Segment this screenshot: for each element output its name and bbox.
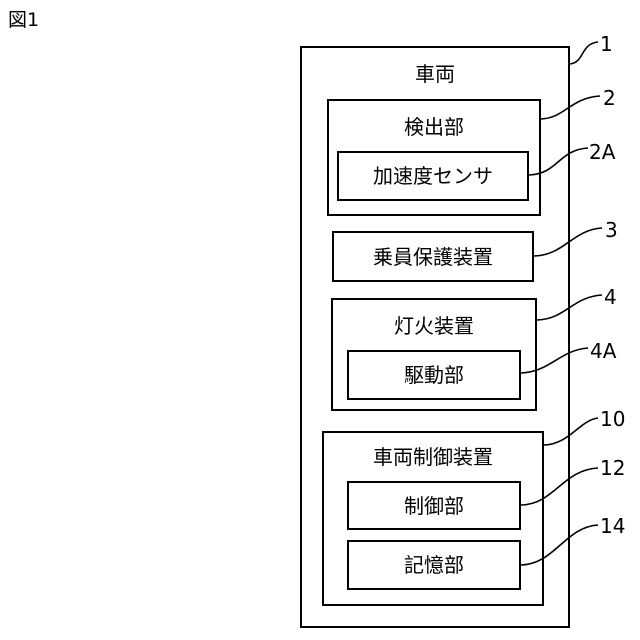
leader-line-1 (570, 42, 598, 64)
control-unit-box: 制御部 (347, 481, 521, 530)
sensor-label: 加速度センサ (339, 153, 527, 199)
ref-3: 3 (605, 218, 618, 242)
detector-label: 検出部 (329, 115, 539, 139)
ref-1: 1 (600, 32, 613, 56)
ref-4: 4 (604, 285, 617, 309)
drive-label: 駆動部 (349, 352, 519, 398)
lighting-label: 灯火装置 (333, 314, 535, 338)
vehicle-label: 車両 (302, 62, 568, 86)
controller-label: 車両制御装置 (324, 445, 542, 469)
memory-unit-label: 記憶部 (349, 542, 519, 588)
ref-4a: 4A (590, 339, 616, 363)
drive-box: 駆動部 (347, 350, 521, 400)
memory-unit-box: 記憶部 (347, 540, 521, 590)
ref-14: 14 (600, 514, 625, 538)
figure-label: 図1 (8, 8, 39, 32)
ref-2a: 2A (589, 140, 615, 164)
occupant-protection-label: 乗員保護装置 (334, 233, 532, 280)
ref-10: 10 (600, 407, 625, 431)
ref-12: 12 (600, 456, 625, 480)
ref-2: 2 (603, 86, 616, 110)
control-unit-label: 制御部 (349, 483, 519, 528)
occupant-protection-box: 乗員保護装置 (332, 231, 534, 282)
sensor-box: 加速度センサ (337, 151, 529, 201)
